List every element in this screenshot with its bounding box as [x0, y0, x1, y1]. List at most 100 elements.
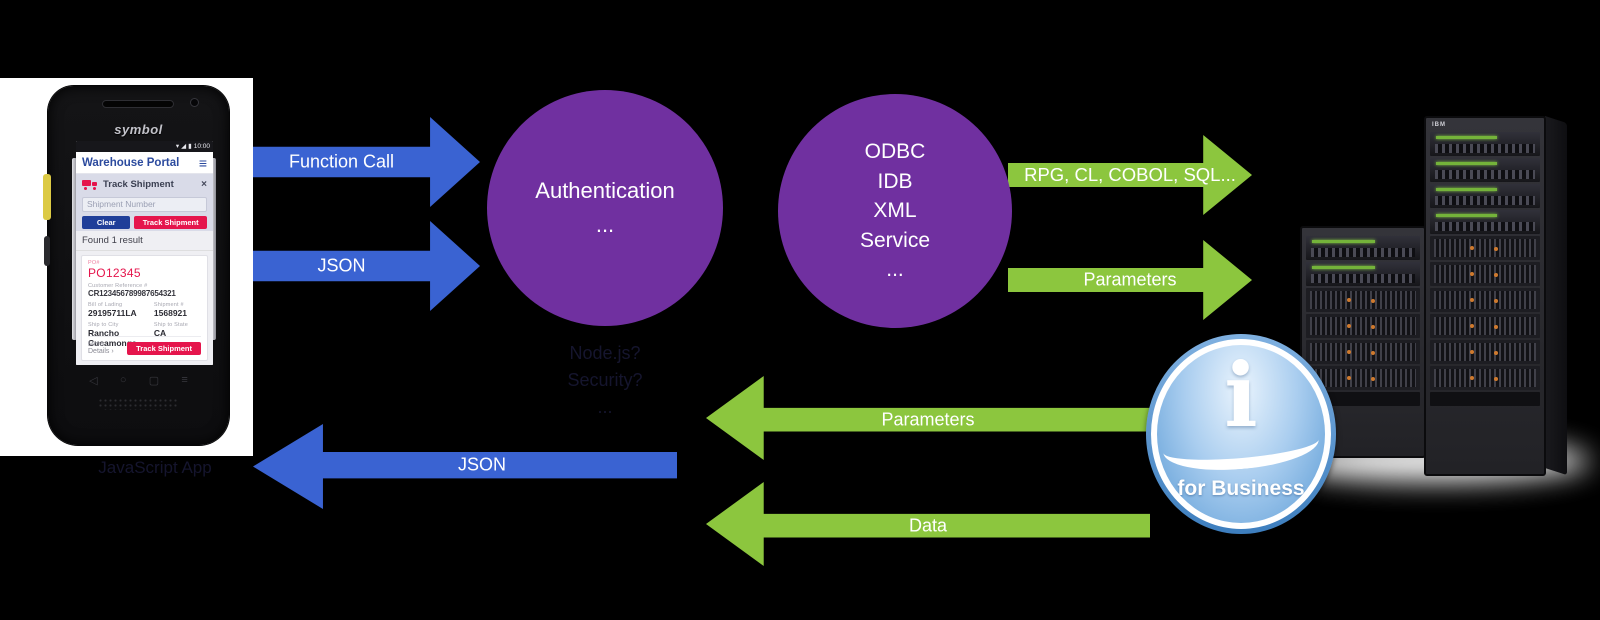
scan-trigger-button[interactable]: [43, 174, 51, 220]
bol-label: Bill of Lading: [88, 302, 123, 308]
shipment-number-value: 1568921: [153, 308, 188, 318]
node-label: IDB: [877, 169, 913, 193]
rack-storage-unit: [1306, 314, 1420, 338]
recent-apps-icon[interactable]: ▢: [148, 375, 160, 387]
node-label: ...: [595, 212, 615, 237]
battery-icon: ▮: [188, 143, 192, 150]
more-details-link[interactable]: More Details ›: [88, 341, 114, 355]
phone-screen: ▾◢▮10:00 Warehouse Portal ≡ Track Shipme…: [76, 141, 213, 365]
panel-title: Track Shipment: [103, 179, 174, 190]
rack-storage-unit: [1306, 288, 1420, 312]
rack-base: [1306, 392, 1420, 406]
auth-node-caption: Node.js? Security? ...: [567, 343, 643, 417]
app-header: Warehouse Portal ≡: [76, 152, 213, 174]
arrow-parameters-back: Parameters: [706, 376, 1150, 460]
rack-server-unit: [1306, 262, 1420, 286]
app-title: Warehouse Portal: [82, 156, 180, 169]
device-side-rail: [72, 158, 77, 340]
ship-to-state-value: CA: [153, 328, 167, 338]
ship-to-city-label: Ship to City: [88, 322, 119, 328]
track-shipment-button[interactable]: Track Shipment: [134, 215, 207, 229]
shipment-result-card[interactable]: PO# PO12345 Customer Reference # CR12345…: [81, 255, 208, 361]
arrow-label: Parameters: [881, 409, 975, 430]
arrow-label: Parameters: [1083, 269, 1177, 290]
rack-storage-unit: [1430, 366, 1540, 390]
logo-inner-disk: i for Business: [1157, 345, 1325, 523]
rack-storage-unit: [1430, 236, 1540, 260]
wifi-icon: ▾: [175, 143, 180, 150]
shipment-number-label: Shipment #: [153, 302, 184, 308]
customer-ref-label: Customer Reference #: [88, 283, 148, 289]
rack-server-unit: [1430, 158, 1540, 182]
services-node: ODBC IDB XML Service ...: [778, 94, 1012, 328]
rack-base: [1430, 392, 1540, 406]
back-icon[interactable]: ◁: [89, 375, 98, 387]
node-label: Authentication: [535, 178, 675, 203]
authentication-node: Authentication ...: [487, 90, 723, 326]
rack-storage-unit: [1430, 314, 1540, 338]
ship-to-city-value: Rancho Cucamonga: [88, 328, 137, 348]
device-brand-logo: symbol: [114, 122, 163, 137]
tall-rack-side-panel: [1545, 116, 1567, 476]
status-bar: ▾◢▮10:00: [76, 141, 213, 152]
node-label: ...: [886, 258, 904, 282]
arrow-label: RPG, CL, COBOL, SQL...: [1024, 164, 1236, 185]
arrow-parameters-out: Parameters: [1008, 240, 1252, 320]
phone-nav-bar: ◁ ○ ▢ ≡: [48, 374, 229, 387]
results-count: Found 1 result: [76, 231, 213, 251]
node-label: XML: [873, 199, 917, 223]
home-icon[interactable]: ○: [119, 374, 127, 386]
ibm-i-for-business-logo: i for Business: [1146, 334, 1336, 534]
clear-button[interactable]: Clear: [82, 215, 131, 229]
arrow-data-back: Data: [706, 482, 1150, 566]
server-rack-short: [1300, 226, 1426, 458]
bol-value: 29195711LA: [88, 308, 137, 318]
phone-camera: [190, 98, 199, 107]
arrow-label: JSON: [317, 255, 366, 276]
track-shipment-panel: Track Shipment × Clear Track Shipment: [76, 174, 213, 231]
logo-tagline: for Business: [1177, 477, 1305, 500]
phone-caption: JavaScript App: [98, 458, 212, 477]
results-area: PO# PO12345 Customer Reference # CR12345…: [76, 251, 213, 365]
ibm-rack-logo: IBM: [1432, 122, 1446, 128]
node-label: Service: [859, 228, 931, 252]
chevron-right-icon: ›: [111, 348, 114, 355]
truck-icon: [82, 179, 98, 190]
arrow-json-request: JSON: [253, 221, 480, 311]
rack-server-unit: [1430, 210, 1540, 234]
arrow-label: Function Call: [289, 151, 395, 172]
rack-storage-unit: [1430, 340, 1540, 364]
customer-ref-value: CR123456789987654321: [88, 289, 176, 298]
rack-server-unit: [1306, 236, 1420, 260]
arrow-json-response: JSON: [253, 424, 677, 509]
rack-server-unit: [1430, 184, 1540, 208]
status-time: 10:00: [193, 143, 210, 150]
ship-to-state-label: Ship to State: [153, 322, 189, 328]
po-label: PO#: [88, 260, 100, 266]
arrow-function-call: Function Call: [253, 117, 480, 207]
po-value: PO12345: [88, 266, 141, 280]
logo-letter-i: i: [1224, 345, 1258, 447]
rack-storage-unit: [1430, 262, 1540, 286]
rack-server-unit: [1430, 132, 1540, 156]
node-label: ODBC: [864, 140, 926, 164]
card-track-shipment-button[interactable]: Track Shipment: [127, 341, 201, 355]
signal-icon: ◢: [181, 143, 187, 150]
rack-brand: [1305, 231, 1421, 234]
menu-icon[interactable]: ≡: [181, 374, 188, 386]
phone-speaker: [102, 100, 174, 108]
arrow-label: JSON: [457, 454, 506, 475]
handheld-scanner-device: symbol ▾◢▮10:00 Warehouse Portal ≡ Track…: [43, 86, 229, 445]
rack-storage-unit: [1430, 288, 1540, 312]
server-rack-tall: IBM: [1424, 116, 1546, 476]
shipment-number-input[interactable]: [82, 196, 207, 212]
rack-storage-unit: [1306, 340, 1420, 364]
arrow-rpg-cl-cobol-sql: RPG, CL, COBOL, SQL...: [1008, 135, 1252, 215]
hamburger-menu-icon[interactable]: ≡: [198, 154, 207, 171]
arrow-label: Data: [908, 515, 948, 536]
phone-keypad-texture: [98, 398, 179, 410]
volume-button[interactable]: [44, 236, 50, 266]
device-side-rail: [211, 158, 216, 340]
close-icon[interactable]: ×: [201, 179, 207, 190]
